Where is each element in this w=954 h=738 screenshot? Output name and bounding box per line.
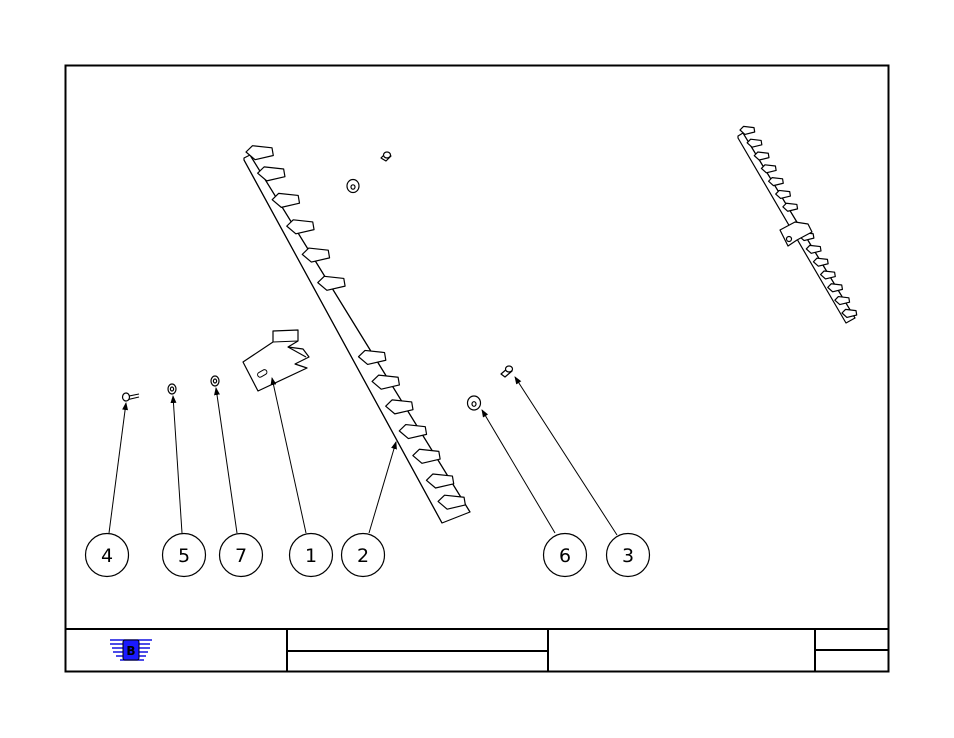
balloon-1: 1 bbox=[290, 534, 333, 577]
washer-part-5 bbox=[168, 384, 176, 394]
balloon-label: 1 bbox=[305, 545, 317, 567]
leader-lines bbox=[109, 377, 617, 535]
balloon-label: 2 bbox=[357, 545, 369, 567]
balloon-label: 4 bbox=[101, 545, 113, 567]
balloon-group: 4 5 7 1 2 6 3 bbox=[86, 534, 650, 577]
balloon-6: 6 bbox=[544, 534, 587, 577]
balloon-label: 6 bbox=[559, 545, 571, 567]
balloon-label: 5 bbox=[178, 545, 190, 567]
washer-part-7 bbox=[211, 376, 219, 386]
balloon-3: 3 bbox=[607, 534, 650, 577]
screw-part-4 bbox=[123, 393, 140, 401]
screw-exploded bbox=[381, 152, 391, 161]
balloon-label: 3 bbox=[622, 545, 634, 567]
balloon-4: 4 bbox=[86, 534, 129, 577]
assembled-view bbox=[738, 126, 857, 323]
company-logo: B bbox=[110, 640, 152, 660]
bracket-part bbox=[243, 330, 309, 391]
washer-exploded bbox=[347, 180, 359, 193]
title-block bbox=[65, 629, 889, 672]
logo-letter: B bbox=[126, 644, 135, 658]
screw-part-3 bbox=[501, 366, 513, 377]
balloon-2: 2 bbox=[342, 534, 385, 577]
balloon-label: 7 bbox=[235, 545, 247, 567]
balloon-5: 5 bbox=[163, 534, 206, 577]
washer-part-6 bbox=[468, 396, 481, 410]
balloon-7: 7 bbox=[220, 534, 263, 577]
